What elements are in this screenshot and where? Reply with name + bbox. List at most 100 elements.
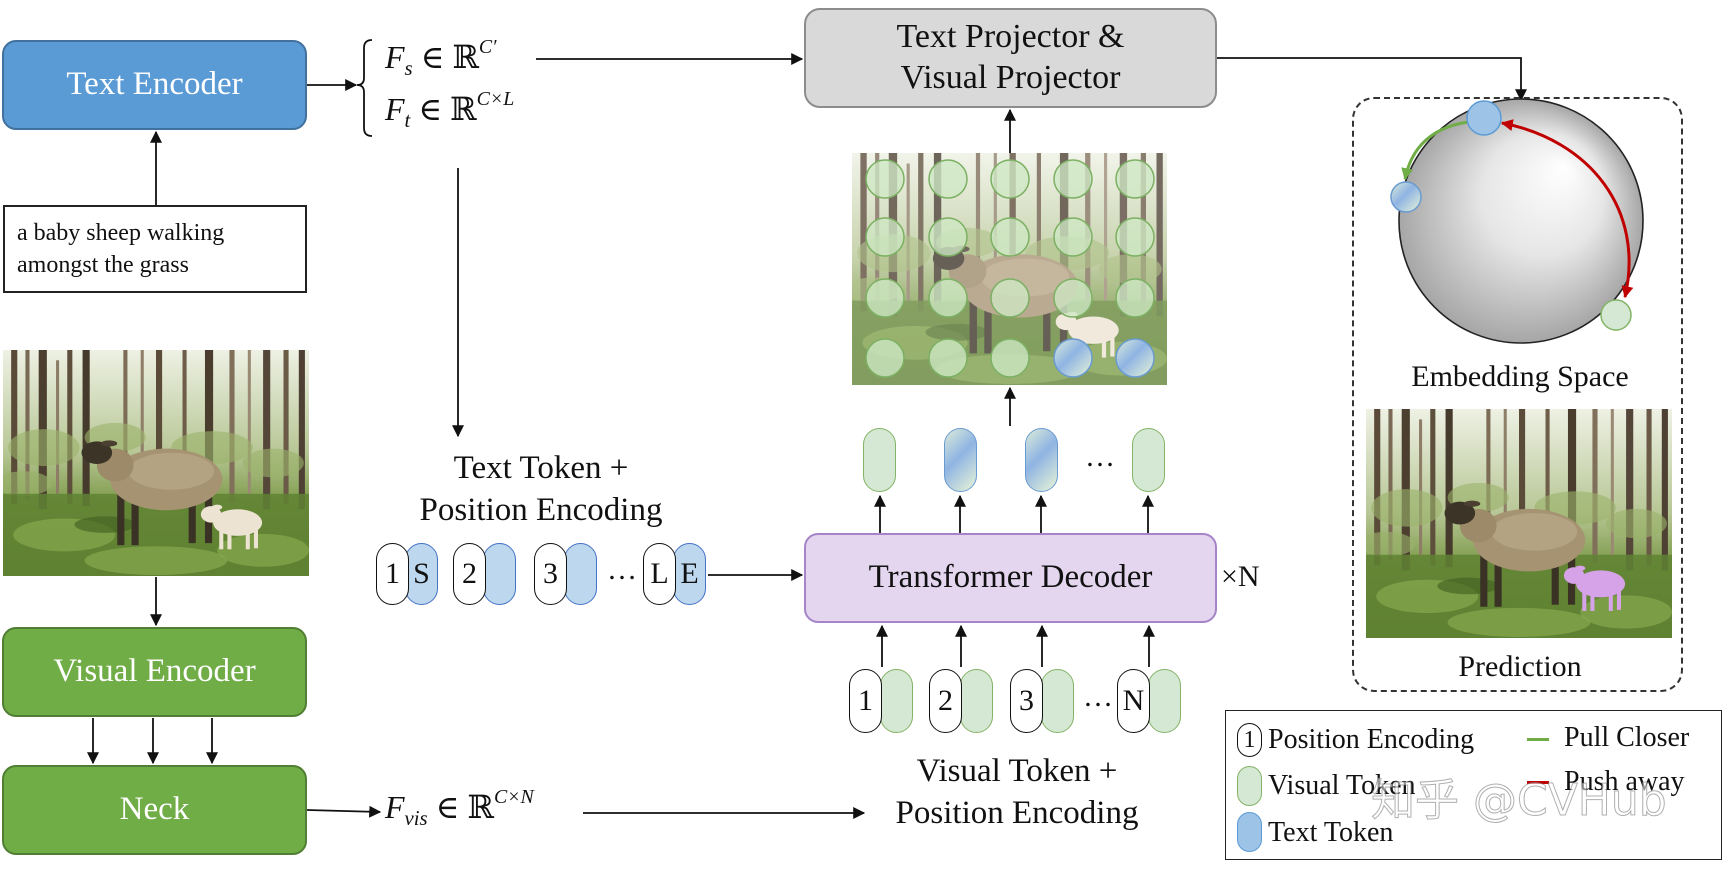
- neck-label: Neck: [119, 791, 190, 828]
- fs-sup: C′: [478, 36, 497, 58]
- visual-token-circle: [928, 217, 968, 257]
- fs-sub: s: [404, 57, 413, 81]
- legend-push-away: Push away: [1564, 766, 1685, 797]
- legend-pull-line: [1527, 738, 1549, 741]
- visual-token-circle: [1115, 159, 1155, 199]
- visual-feature-formula: Fvis ∈ ℝC×N: [385, 786, 534, 831]
- visual-token-2: [960, 669, 993, 733]
- output-token-1: [863, 428, 896, 492]
- text-position-3: 3: [534, 543, 567, 605]
- visual-token-circle: [1053, 159, 1093, 199]
- ft-sup: C×L: [476, 88, 515, 110]
- visual-token-circle: [1115, 217, 1155, 257]
- fvis-sub: vis: [404, 807, 428, 831]
- visual-position-n: N: [1117, 669, 1150, 733]
- fs-base: F: [385, 38, 405, 75]
- text-token-start: S: [405, 543, 438, 605]
- text-encoder-label: Text Encoder: [66, 66, 243, 103]
- visual-token-circle: [928, 278, 968, 318]
- arrow-neck-to-fvis: [306, 805, 382, 818]
- visual-encoder-box: Visual Encoder: [2, 627, 307, 717]
- text-token-ellipsis: …: [607, 553, 637, 586]
- visual-token-3: [1041, 669, 1074, 733]
- feature-brace: [356, 39, 373, 137]
- legend-position-encoding: Position Encoding: [1268, 724, 1475, 755]
- pull-closer-arc: [1401, 120, 1469, 181]
- visual-token-circle: [1053, 217, 1093, 257]
- visual-position-2: 2: [929, 669, 962, 733]
- legend-text-token: Text Token: [1268, 817, 1394, 848]
- caption-line-2: amongst the grass: [17, 252, 189, 278]
- legend-text-token-icon: [1237, 812, 1262, 852]
- visual-token-circle: [990, 217, 1030, 257]
- push-away-arc: [1500, 119, 1634, 299]
- ft-base: F: [385, 90, 405, 127]
- visual-position-3: 3: [1010, 669, 1043, 733]
- transformer-decoder-label: Transformer Decoder: [868, 559, 1153, 596]
- decoder-repeat-label: ×N: [1221, 560, 1260, 593]
- projector-label-line-2: Visual Projector: [900, 59, 1121, 96]
- visual-token-circle: [1053, 278, 1093, 318]
- visual-token-label-line-2: Position Encoding: [895, 795, 1139, 831]
- visual-token-circle: [865, 278, 905, 318]
- visual-token-1: [880, 669, 913, 733]
- text-position-2: 2: [453, 543, 486, 605]
- visual-token-circle: [990, 278, 1030, 318]
- visual-token-n: [1148, 669, 1181, 733]
- visual-position-1: 1: [849, 669, 882, 733]
- text-embedding-point: [1466, 100, 1502, 136]
- caption-line-1: a baby sheep walking: [17, 220, 225, 246]
- text-encoder-box: Text Encoder: [2, 40, 307, 130]
- visual-token-circle: [990, 159, 1030, 199]
- visual-token-ellipsis: …: [1083, 680, 1113, 713]
- text-token-3: [564, 543, 597, 605]
- visual-token-circle: [1115, 278, 1155, 318]
- fvis-rel: ∈ ℝ: [427, 788, 494, 825]
- visual-encoder-label: Visual Encoder: [53, 653, 256, 690]
- fvis-base: F: [385, 788, 405, 825]
- visual-token-circle: [865, 217, 905, 257]
- embedding-space: [1390, 98, 1644, 344]
- projector-box: Text Projector & Visual Projector: [804, 8, 1217, 108]
- text-aligned-token-circle: [1115, 338, 1155, 378]
- legend: 1 Position Encoding Pull Closer Visual T…: [1225, 710, 1722, 860]
- ft-rel: ∈ ℝ: [410, 90, 477, 127]
- prediction-title: Prediction: [1458, 650, 1582, 683]
- visual-token-grid: [865, 159, 1155, 378]
- legend-position-icon: 1: [1237, 723, 1262, 757]
- output-token-2: [944, 428, 977, 492]
- visual-token-label-line-1: Visual Token +: [916, 753, 1118, 789]
- visual-token-circle: [928, 338, 968, 378]
- transformer-decoder-box: Transformer Decoder: [804, 533, 1217, 623]
- token-map-image: [852, 153, 1167, 385]
- text-token-2: [483, 543, 516, 605]
- ft-sub: t: [404, 109, 411, 133]
- visual-token-label: Visual Token + Position Encoding: [872, 750, 1162, 834]
- text-aligned-token-circle: [1053, 338, 1093, 378]
- input-image: [3, 350, 309, 576]
- embedding-space-title: Embedding Space: [1411, 360, 1629, 393]
- input-image-scene: [3, 350, 309, 576]
- negative-embedding-point: [1600, 299, 1632, 331]
- legend-visual-token-icon: [1237, 766, 1262, 806]
- visual-token-circle: [928, 159, 968, 199]
- text-token-end: E: [673, 543, 706, 605]
- output-token-n: [1132, 428, 1165, 492]
- sentence-feature-formula: Fs ∈ ℝC′: [385, 36, 497, 81]
- word-feature-formula: Ft ∈ ℝC×L: [385, 88, 515, 133]
- visual-token-circle: [990, 338, 1030, 378]
- legend-push-line: [1527, 781, 1549, 784]
- text-position-1: 1: [376, 543, 409, 605]
- fvis-sup: C×N: [493, 786, 534, 808]
- prediction-scene: [1366, 409, 1672, 638]
- projector-label-line-1: Text Projector &: [896, 18, 1125, 56]
- legend-pull-closer: Pull Closer: [1564, 722, 1690, 753]
- visual-token-circle: [865, 338, 905, 378]
- arrow-projector-to-embedding: [1217, 57, 1527, 102]
- output-token-3: [1025, 428, 1058, 492]
- output-token-ellipsis: …: [1085, 440, 1115, 473]
- input-caption-box: a baby sheep walking amongst the grass: [3, 205, 307, 293]
- prediction-image: [1366, 409, 1672, 638]
- positive-embedding-point: [1390, 181, 1422, 213]
- neck-box: Neck: [2, 765, 307, 855]
